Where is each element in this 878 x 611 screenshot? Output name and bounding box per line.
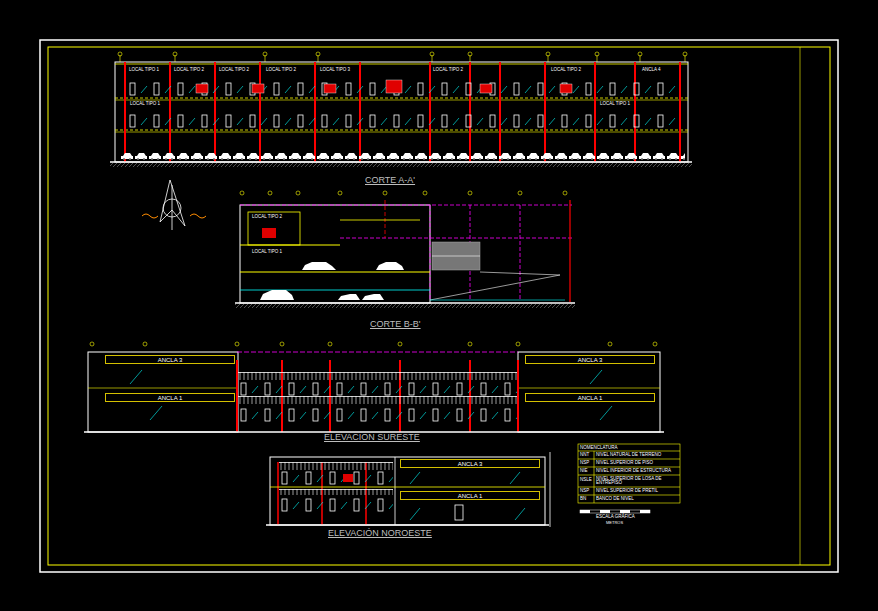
table-cell: NIVEL SUPERIOR DE PISO bbox=[596, 461, 678, 466]
elevation-title: ELEVACIÓN SURESTE bbox=[324, 433, 420, 443]
room-label: LOCAL TIPO 2 bbox=[252, 215, 282, 220]
anchor-name: ANCLA 3 bbox=[458, 461, 483, 467]
room-label: LOCAL TIPO 2 bbox=[174, 68, 204, 73]
table-header: NOMENCLATURA bbox=[580, 446, 617, 451]
section-title: CORTE B-B' bbox=[370, 320, 421, 330]
table-code: NIE bbox=[580, 469, 588, 474]
table-cell: NIVEL NATURAL DE TERRENO bbox=[596, 453, 678, 458]
table-cell: BANCO DE NIVEL bbox=[596, 497, 678, 502]
anchor-store-box: ANCLA 3 bbox=[525, 355, 655, 364]
anchor-store-box: ANCLA 3 bbox=[105, 355, 235, 364]
anchor-store-box: ANCLA 3 bbox=[400, 459, 540, 468]
room-label: LOCAL TIPO 2 bbox=[433, 68, 463, 73]
anchor-store-box: ANCLA 1 bbox=[525, 393, 655, 402]
table-code: NNT bbox=[580, 453, 589, 458]
room-label: LOCAL TIPO 2 bbox=[219, 68, 249, 73]
room-label: LOCAL TIPO 2 bbox=[551, 68, 581, 73]
table-cell: NIVEL INFERIOR DE ESTRUCTURA bbox=[596, 469, 678, 474]
anchor-name: ANCLA 3 bbox=[578, 357, 603, 363]
anchor-name: ANCLA 1 bbox=[158, 395, 183, 401]
scale-unit: METROS bbox=[606, 521, 623, 525]
table-code: BN bbox=[580, 497, 586, 502]
table-cell: NIVEL SUPERIOR DE LOSA DE ENTREPISO bbox=[596, 477, 678, 487]
room-label: LOCAL TIPO 3 bbox=[320, 68, 350, 73]
room-label: LOCAL TIPO 1 bbox=[129, 68, 159, 73]
table-code: NSP bbox=[580, 461, 589, 466]
anchor-name: ANCLA 3 bbox=[158, 357, 183, 363]
anchor-name: ANCLA 1 bbox=[578, 395, 603, 401]
room-label: LOCAL TIPO 1 bbox=[252, 250, 282, 255]
elevation-title: ELEVACIÓN NOROESTE bbox=[328, 529, 432, 539]
room-label: LOCAL TIPO 1 bbox=[600, 102, 630, 107]
room-label: ANCLA 4 bbox=[642, 68, 661, 73]
section-title: CORTE A-A' bbox=[365, 176, 415, 186]
table-code: NSLE bbox=[580, 478, 592, 483]
table-code: NSP bbox=[580, 489, 589, 494]
anchor-store-box: ANCLA 1 bbox=[400, 491, 540, 500]
table-cell: NIVEL SUPERIOR DE PRETIL bbox=[596, 489, 678, 494]
anchor-name: ANCLA 1 bbox=[458, 493, 483, 499]
scale-title: ESCALA GRÁFICA bbox=[596, 515, 635, 520]
anchor-store-box: ANCLA 1 bbox=[105, 393, 235, 402]
room-label: LOCAL TIPO 2 bbox=[266, 68, 296, 73]
room-label: LOCAL TIPO 1 bbox=[130, 102, 160, 107]
